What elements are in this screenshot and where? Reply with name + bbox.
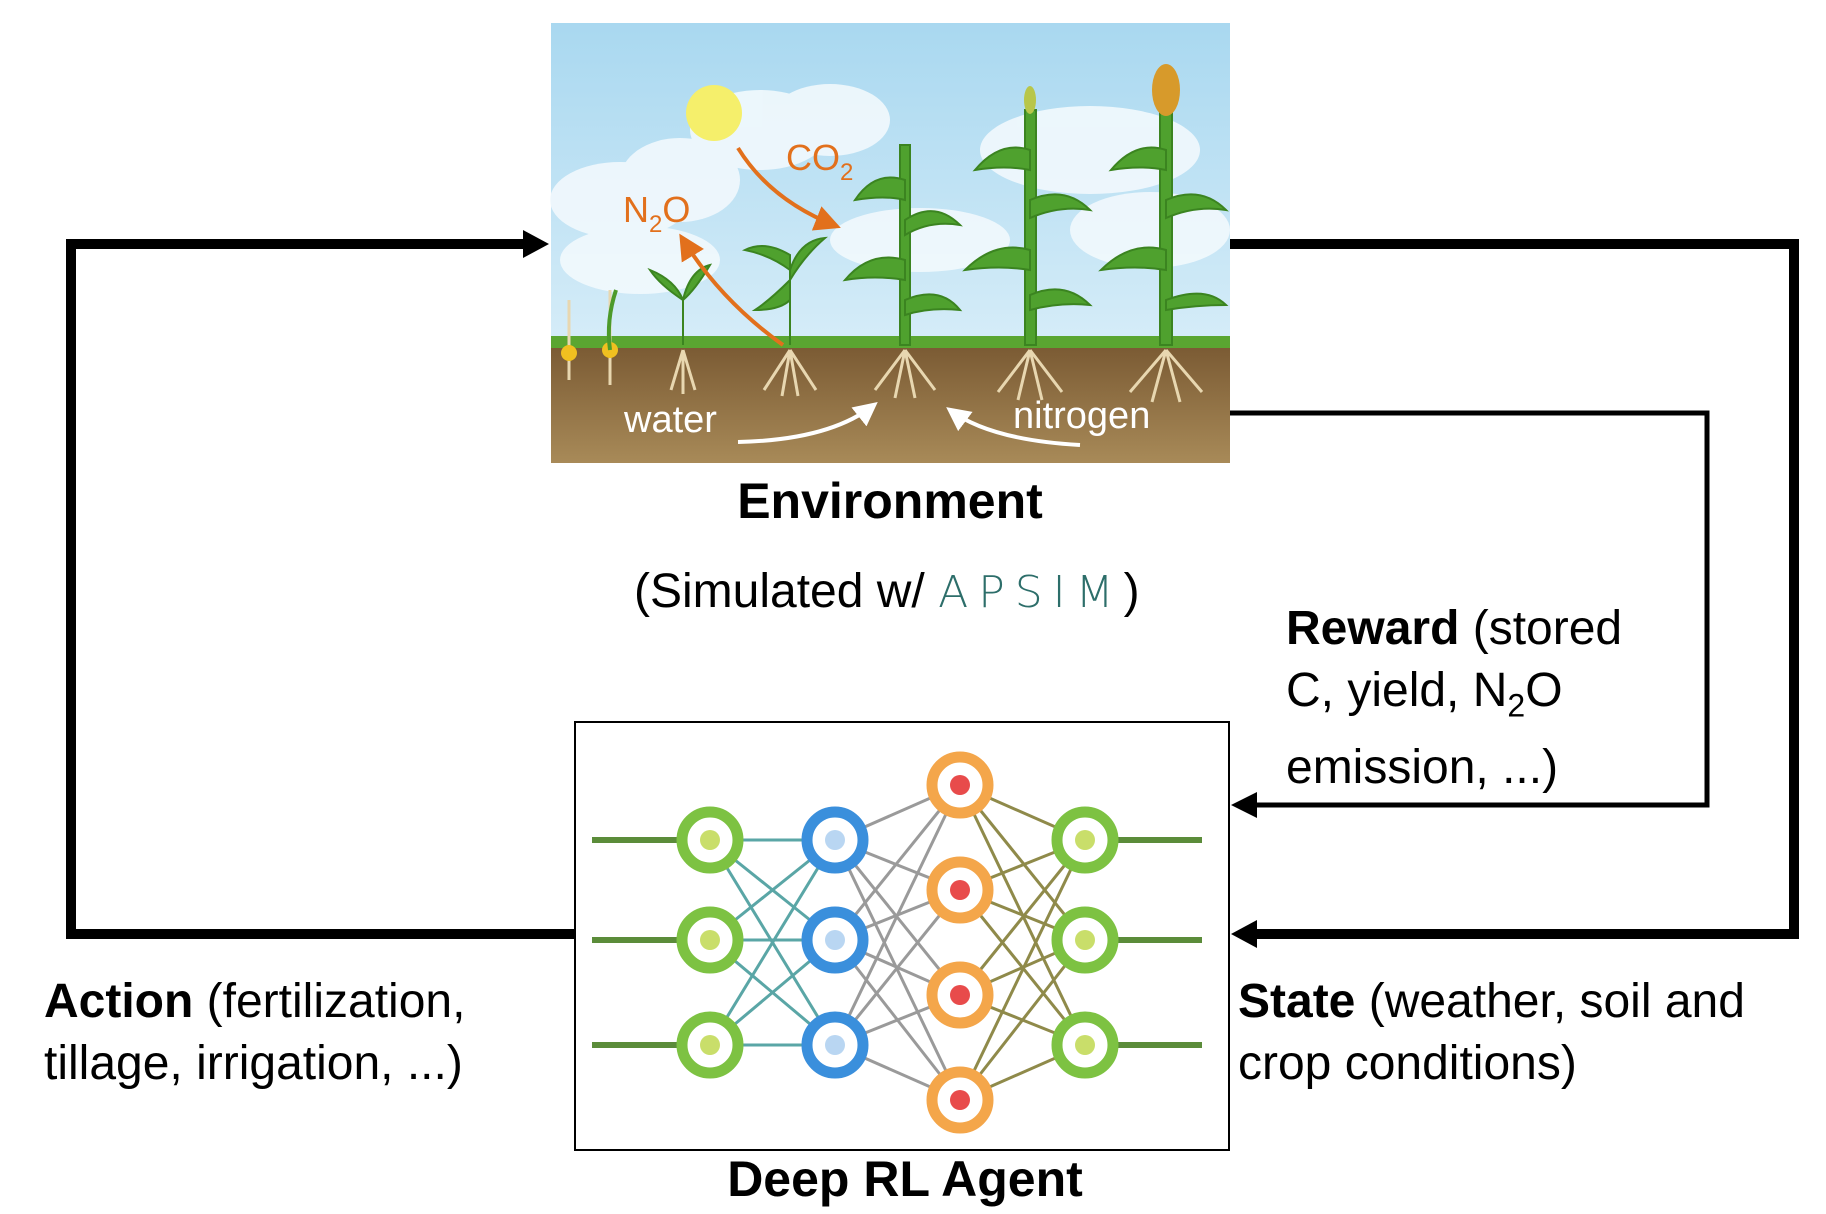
reward-line-2: C, yield, N2O: [1286, 660, 1622, 737]
agent-box: [574, 721, 1230, 1151]
nn-node-core: [950, 985, 970, 1005]
reward-subscript: 2: [1507, 687, 1526, 724]
subtitle-suffix: ): [1123, 565, 1140, 618]
nn-node-core: [1075, 930, 1095, 950]
environment-subtitle: (Simulated w/ APSIM): [634, 562, 1140, 623]
co2-label: CO2: [786, 137, 853, 186]
reward-detail-2-end: O: [1525, 664, 1563, 717]
nn-node-core: [950, 775, 970, 795]
nn-node-core: [825, 1035, 845, 1055]
nn-connection: [958, 839, 1087, 1101]
action-line-2: tillage, irrigation, ...): [44, 1037, 463, 1090]
water-label: water: [623, 399, 717, 441]
state-arrowhead: [1231, 920, 1257, 948]
state-line-2: crop conditions): [1238, 1037, 1577, 1090]
nn-node-core: [950, 880, 970, 900]
action-line-1: Action (fertilization,: [44, 971, 465, 1033]
environment-scene: CO2 N2O water nitrogen: [550, 23, 1230, 463]
state-detail-1: (weather, soil and: [1355, 975, 1745, 1028]
nn-connection: [833, 784, 962, 1046]
roots-icon: [669, 349, 1204, 403]
water-arrow: [737, 402, 878, 444]
nitrogen-label: nitrogen: [1013, 395, 1150, 437]
agent-title: Deep RL Agent: [727, 1151, 1083, 1207]
neural-network-icon: [592, 751, 1202, 1134]
reward-detail-1: (stored: [1459, 602, 1623, 655]
state-text: State (weather, soil and crop conditions…: [1238, 971, 1745, 1095]
state-arrow: [1230, 239, 1799, 939]
nn-connection: [708, 839, 837, 1046]
action-label: Action: [44, 975, 194, 1028]
nn-node-core: [700, 930, 720, 950]
reward-line-1: Reward (stored: [1286, 598, 1622, 660]
seedling-icon: [561, 289, 618, 385]
reward-arrow: [1230, 410, 1710, 808]
state-label: State: [1238, 975, 1356, 1028]
action-detail-1: (fertilization,: [193, 975, 466, 1028]
subtitle-prefix: (Simulated w/: [634, 565, 925, 618]
co2-arrow: [736, 146, 841, 231]
nn-node-core: [950, 1090, 970, 1110]
tassel-icon: [1024, 64, 1180, 116]
environment-title: Environment: [737, 473, 1043, 529]
reward-detail-2: C, yield, N: [1286, 664, 1508, 717]
corn-plant-icon: [647, 99, 1229, 346]
sun-icon: [686, 85, 742, 141]
reward-arrowhead: [1231, 792, 1257, 818]
action-arrow: [66, 239, 575, 939]
reward-label: Reward: [1286, 602, 1460, 655]
nitrogen-arrow: [946, 407, 1081, 447]
loop-arrows: [66, 230, 1799, 948]
n2o-label: N2O: [623, 189, 690, 238]
action-text: Action (fertilization, tillage, irrigati…: [44, 971, 465, 1095]
nn-connection: [833, 839, 962, 1101]
n2o-arrow: [679, 233, 785, 347]
nn-node-core: [1075, 830, 1095, 850]
action-arrowhead: [523, 230, 549, 258]
state-line-1: State (weather, soil and: [1238, 971, 1745, 1033]
nn-node-core: [1075, 1035, 1095, 1055]
apsim-logo: APSIM: [938, 567, 1124, 618]
reward-text: Reward (stored C, yield, N2O emission, .…: [1286, 598, 1622, 799]
nn-connection: [958, 939, 1087, 1101]
reward-line-3: emission, ...): [1286, 740, 1559, 794]
nn-node-core: [700, 830, 720, 850]
nn-node-core: [700, 1035, 720, 1055]
nn-node-core: [825, 830, 845, 850]
nn-node-core: [825, 930, 845, 950]
